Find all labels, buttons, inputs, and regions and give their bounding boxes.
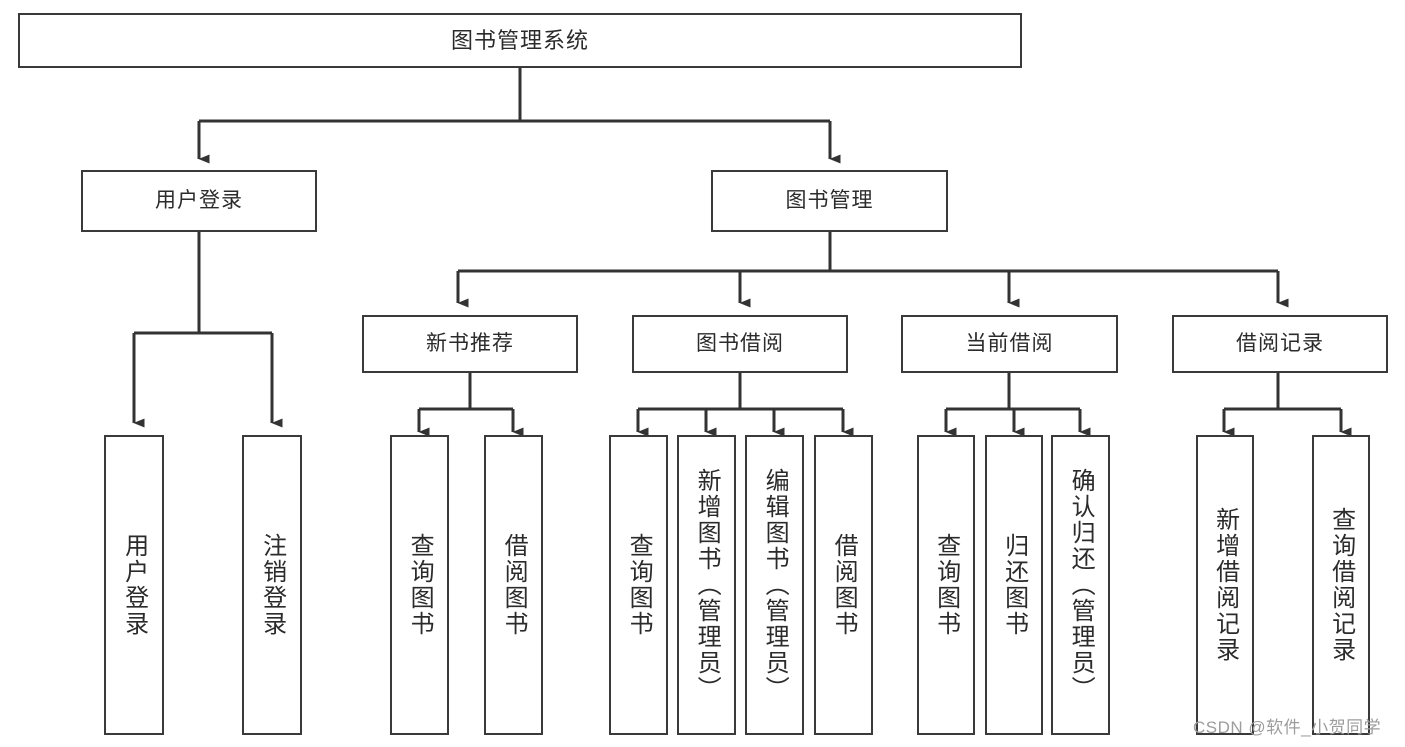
leaf-logout-label: 注销登录 [258,533,286,637]
node-user-login-label: 用户登录 [155,188,243,212]
leaf-query-book-1-label: 查询图书 [406,533,434,637]
leaf-borrow-book-1[interactable]: 借阅图书 [484,435,543,735]
leaf-user-login-label: 用户登录 [120,533,148,637]
leaf-confirm-return-admin-label: 确认归还（管理员） [1067,468,1095,702]
leaf-return-book[interactable]: 归还图书 [985,435,1043,735]
leaf-logout[interactable]: 注销登录 [242,435,302,735]
leaf-query-book-3-label: 查询图书 [932,533,960,637]
node-book-borrow-label: 图书借阅 [696,331,784,355]
node-borrow-records[interactable]: 借阅记录 [1172,315,1388,373]
leaf-add-book-admin[interactable]: 新增图书（管理员） [677,435,736,735]
leaf-query-book-2[interactable]: 查询图书 [609,435,668,735]
leaf-return-book-label: 归还图书 [1000,533,1028,637]
node-current-borrow-label: 当前借阅 [965,331,1054,355]
node-new-book-recommend-label: 新书推荐 [426,331,514,355]
node-root[interactable]: 图书管理系统 [18,13,1022,68]
leaf-add-borrow-record[interactable]: 新增借阅记录 [1196,435,1254,735]
node-book-management[interactable]: 图书管理 [711,170,948,232]
leaf-add-borrow-record-label: 新增借阅记录 [1211,507,1239,663]
leaf-query-book-1[interactable]: 查询图书 [390,435,449,735]
node-borrow-records-label: 借阅记录 [1236,331,1324,355]
leaf-borrow-book-2-label: 借阅图书 [830,533,858,637]
leaf-edit-book-admin[interactable]: 编辑图书（管理员） [745,435,804,735]
node-book-management-label: 图书管理 [785,188,874,212]
leaf-user-login[interactable]: 用户登录 [104,435,164,735]
leaf-borrow-book-2[interactable]: 借阅图书 [814,435,873,735]
node-current-borrow[interactable]: 当前借阅 [901,315,1118,373]
node-new-book-recommend[interactable]: 新书推荐 [362,315,578,373]
leaf-query-book-2-label: 查询图书 [625,533,653,637]
leaf-edit-book-admin-label: 编辑图书（管理员） [761,468,789,702]
node-root-label: 图书管理系统 [450,27,589,53]
leaf-query-borrow-record-label: 查询借阅记录 [1327,507,1355,663]
leaf-query-book-3[interactable]: 查询图书 [917,435,975,735]
leaf-confirm-return-admin[interactable]: 确认归还（管理员） [1051,435,1110,735]
leaf-query-borrow-record[interactable]: 查询借阅记录 [1312,435,1370,735]
watermark-text: CSDN @软件_小贺同学 [1193,718,1382,737]
leaf-borrow-book-1-label: 借阅图书 [500,533,528,637]
node-book-borrow[interactable]: 图书借阅 [632,315,848,373]
leaf-add-book-admin-label: 新增图书（管理员） [693,468,721,702]
node-user-login[interactable]: 用户登录 [81,170,317,232]
